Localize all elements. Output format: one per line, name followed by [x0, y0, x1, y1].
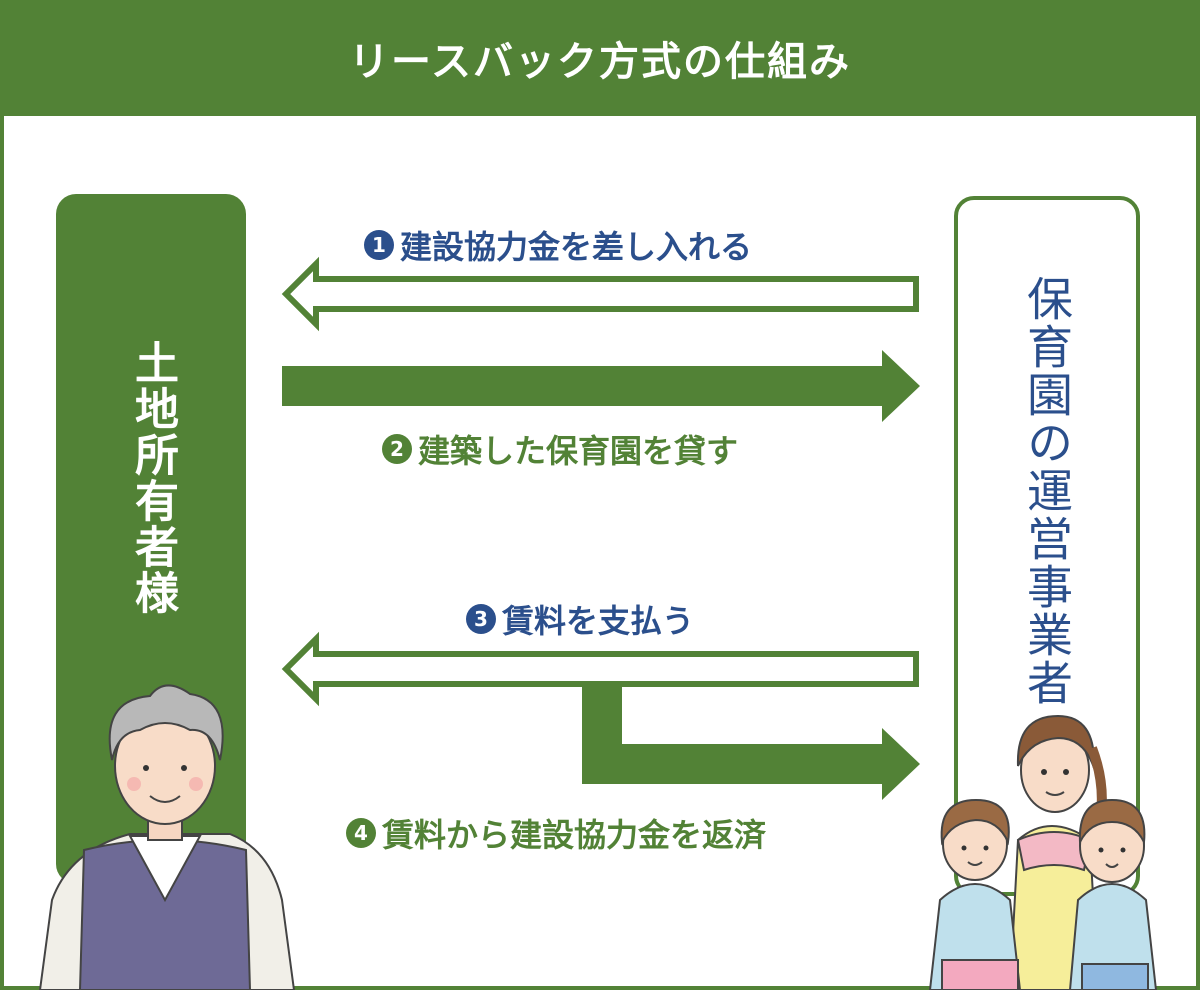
step2-number-badge: 2	[382, 434, 412, 464]
step4-number-badge: 4	[346, 818, 376, 848]
step4-text: 賃料から建設協力金を返済	[382, 816, 767, 854]
step3-number-badge: 3	[466, 604, 496, 634]
step2-text: 建築した保育園を貸す	[418, 432, 739, 470]
arrow-step2	[282, 350, 920, 422]
nursery-teacher-with-children-icon	[928, 714, 1158, 990]
arrow-step1	[281, 256, 919, 332]
page-title-text: リースバック方式の仕組み	[349, 39, 851, 85]
land-owner-label: 土地所有者様	[127, 340, 178, 616]
step3-label: 3 賃料を支払う	[466, 596, 694, 642]
page-title: リースバック方式の仕組み	[0, 0, 1200, 116]
step1-text: 建設協力金を差し入れる	[400, 228, 753, 266]
step4-label: 4 賃料から建設協力金を返済	[346, 810, 766, 856]
step3-text: 賃料を支払う	[502, 602, 695, 640]
elderly-man-icon	[38, 684, 296, 990]
step1-label: 1 建設協力金を差し入れる	[364, 222, 752, 268]
operator-label: 保育園の運営事業者	[1020, 275, 1074, 707]
step1-number-badge: 1	[364, 230, 394, 260]
step2-label: 2 建築した保育園を貸す	[382, 426, 738, 472]
arrow-step3	[281, 631, 919, 707]
arrow-step4	[582, 686, 920, 800]
